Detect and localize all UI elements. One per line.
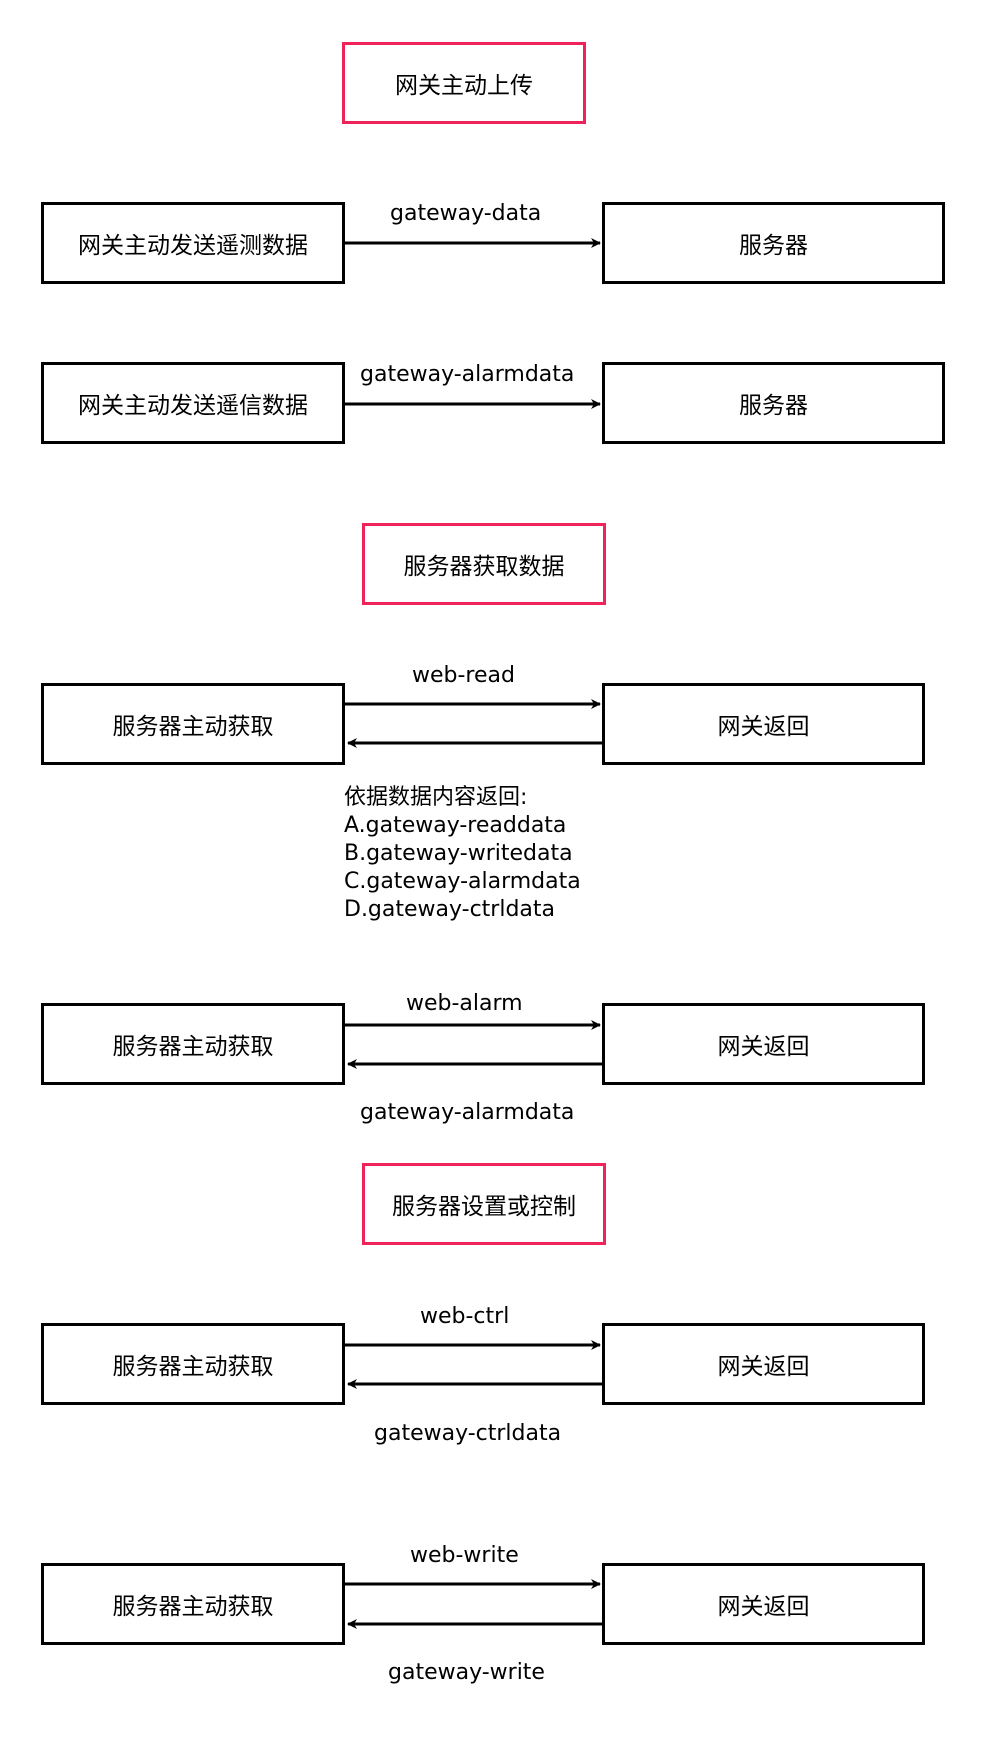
box-label: 网关返回 bbox=[717, 714, 810, 740]
box-label: 服务器主动获取 bbox=[112, 714, 274, 740]
gateway-response-box: 网关返回 bbox=[602, 1003, 925, 1085]
gateway-response-box: 网关返回 bbox=[602, 1563, 925, 1645]
gateway-data-label: gateway-data bbox=[390, 201, 542, 226]
note-item: C.gateway-alarmdata bbox=[344, 869, 581, 894]
section-title-text: 服务器获取数据 bbox=[403, 554, 565, 580]
gateway-alarmdata-response-label: gateway-alarmdata bbox=[360, 1100, 575, 1125]
box-label: 网关主动发送遥信数据 bbox=[78, 393, 308, 419]
server-box: 服务器 bbox=[602, 362, 945, 444]
section-title-server-control: 服务器设置或控制 bbox=[362, 1163, 606, 1245]
section-title-text: 网关主动上传 bbox=[395, 73, 533, 99]
web-alarm-label: web-alarm bbox=[406, 991, 523, 1016]
server-request-box: 服务器主动获取 bbox=[41, 683, 345, 765]
box-label: 网关返回 bbox=[717, 1034, 810, 1060]
gateway-alarmdata-label: gateway-alarmdata bbox=[360, 362, 575, 387]
server-request-box: 服务器主动获取 bbox=[41, 1323, 345, 1405]
box-label: 网关返回 bbox=[717, 1354, 810, 1380]
web-ctrl-label: web-ctrl bbox=[420, 1304, 510, 1329]
box-label: 服务器主动获取 bbox=[112, 1354, 274, 1380]
gateway-write-label: gateway-write bbox=[388, 1660, 545, 1685]
section-title-gateway-upload: 网关主动上传 bbox=[342, 42, 586, 124]
web-read-label: web-read bbox=[412, 663, 515, 688]
gateway-ctrldata-label: gateway-ctrldata bbox=[374, 1421, 562, 1446]
note-item: D.gateway-ctrldata bbox=[344, 897, 556, 922]
box-label: 服务器 bbox=[739, 393, 808, 419]
gateway-response-box: 网关返回 bbox=[602, 683, 925, 765]
gateway-response-box: 网关返回 bbox=[602, 1323, 925, 1405]
box-label: 服务器 bbox=[739, 233, 808, 259]
gateway-telesignal-box: 网关主动发送遥信数据 bbox=[41, 362, 345, 444]
box-label: 网关主动发送遥测数据 bbox=[78, 233, 308, 259]
section-title-server-fetch: 服务器获取数据 bbox=[362, 523, 606, 605]
gateway-telemetry-box: 网关主动发送遥测数据 bbox=[41, 202, 345, 284]
response-note: 依据数据内容返回: A.gateway-readdata B.gateway-w… bbox=[344, 784, 581, 924]
note-title: 依据数据内容返回: bbox=[344, 785, 528, 810]
box-label: 服务器主动获取 bbox=[112, 1034, 274, 1060]
note-item: B.gateway-writedata bbox=[344, 841, 573, 866]
box-label: 服务器主动获取 bbox=[112, 1594, 274, 1620]
server-request-box: 服务器主动获取 bbox=[41, 1563, 345, 1645]
server-box: 服务器 bbox=[602, 202, 945, 284]
server-request-box: 服务器主动获取 bbox=[41, 1003, 345, 1085]
box-label: 网关返回 bbox=[717, 1594, 810, 1620]
section-title-text: 服务器设置或控制 bbox=[392, 1194, 576, 1220]
web-write-label: web-write bbox=[410, 1543, 519, 1568]
note-item: A.gateway-readdata bbox=[344, 813, 567, 838]
